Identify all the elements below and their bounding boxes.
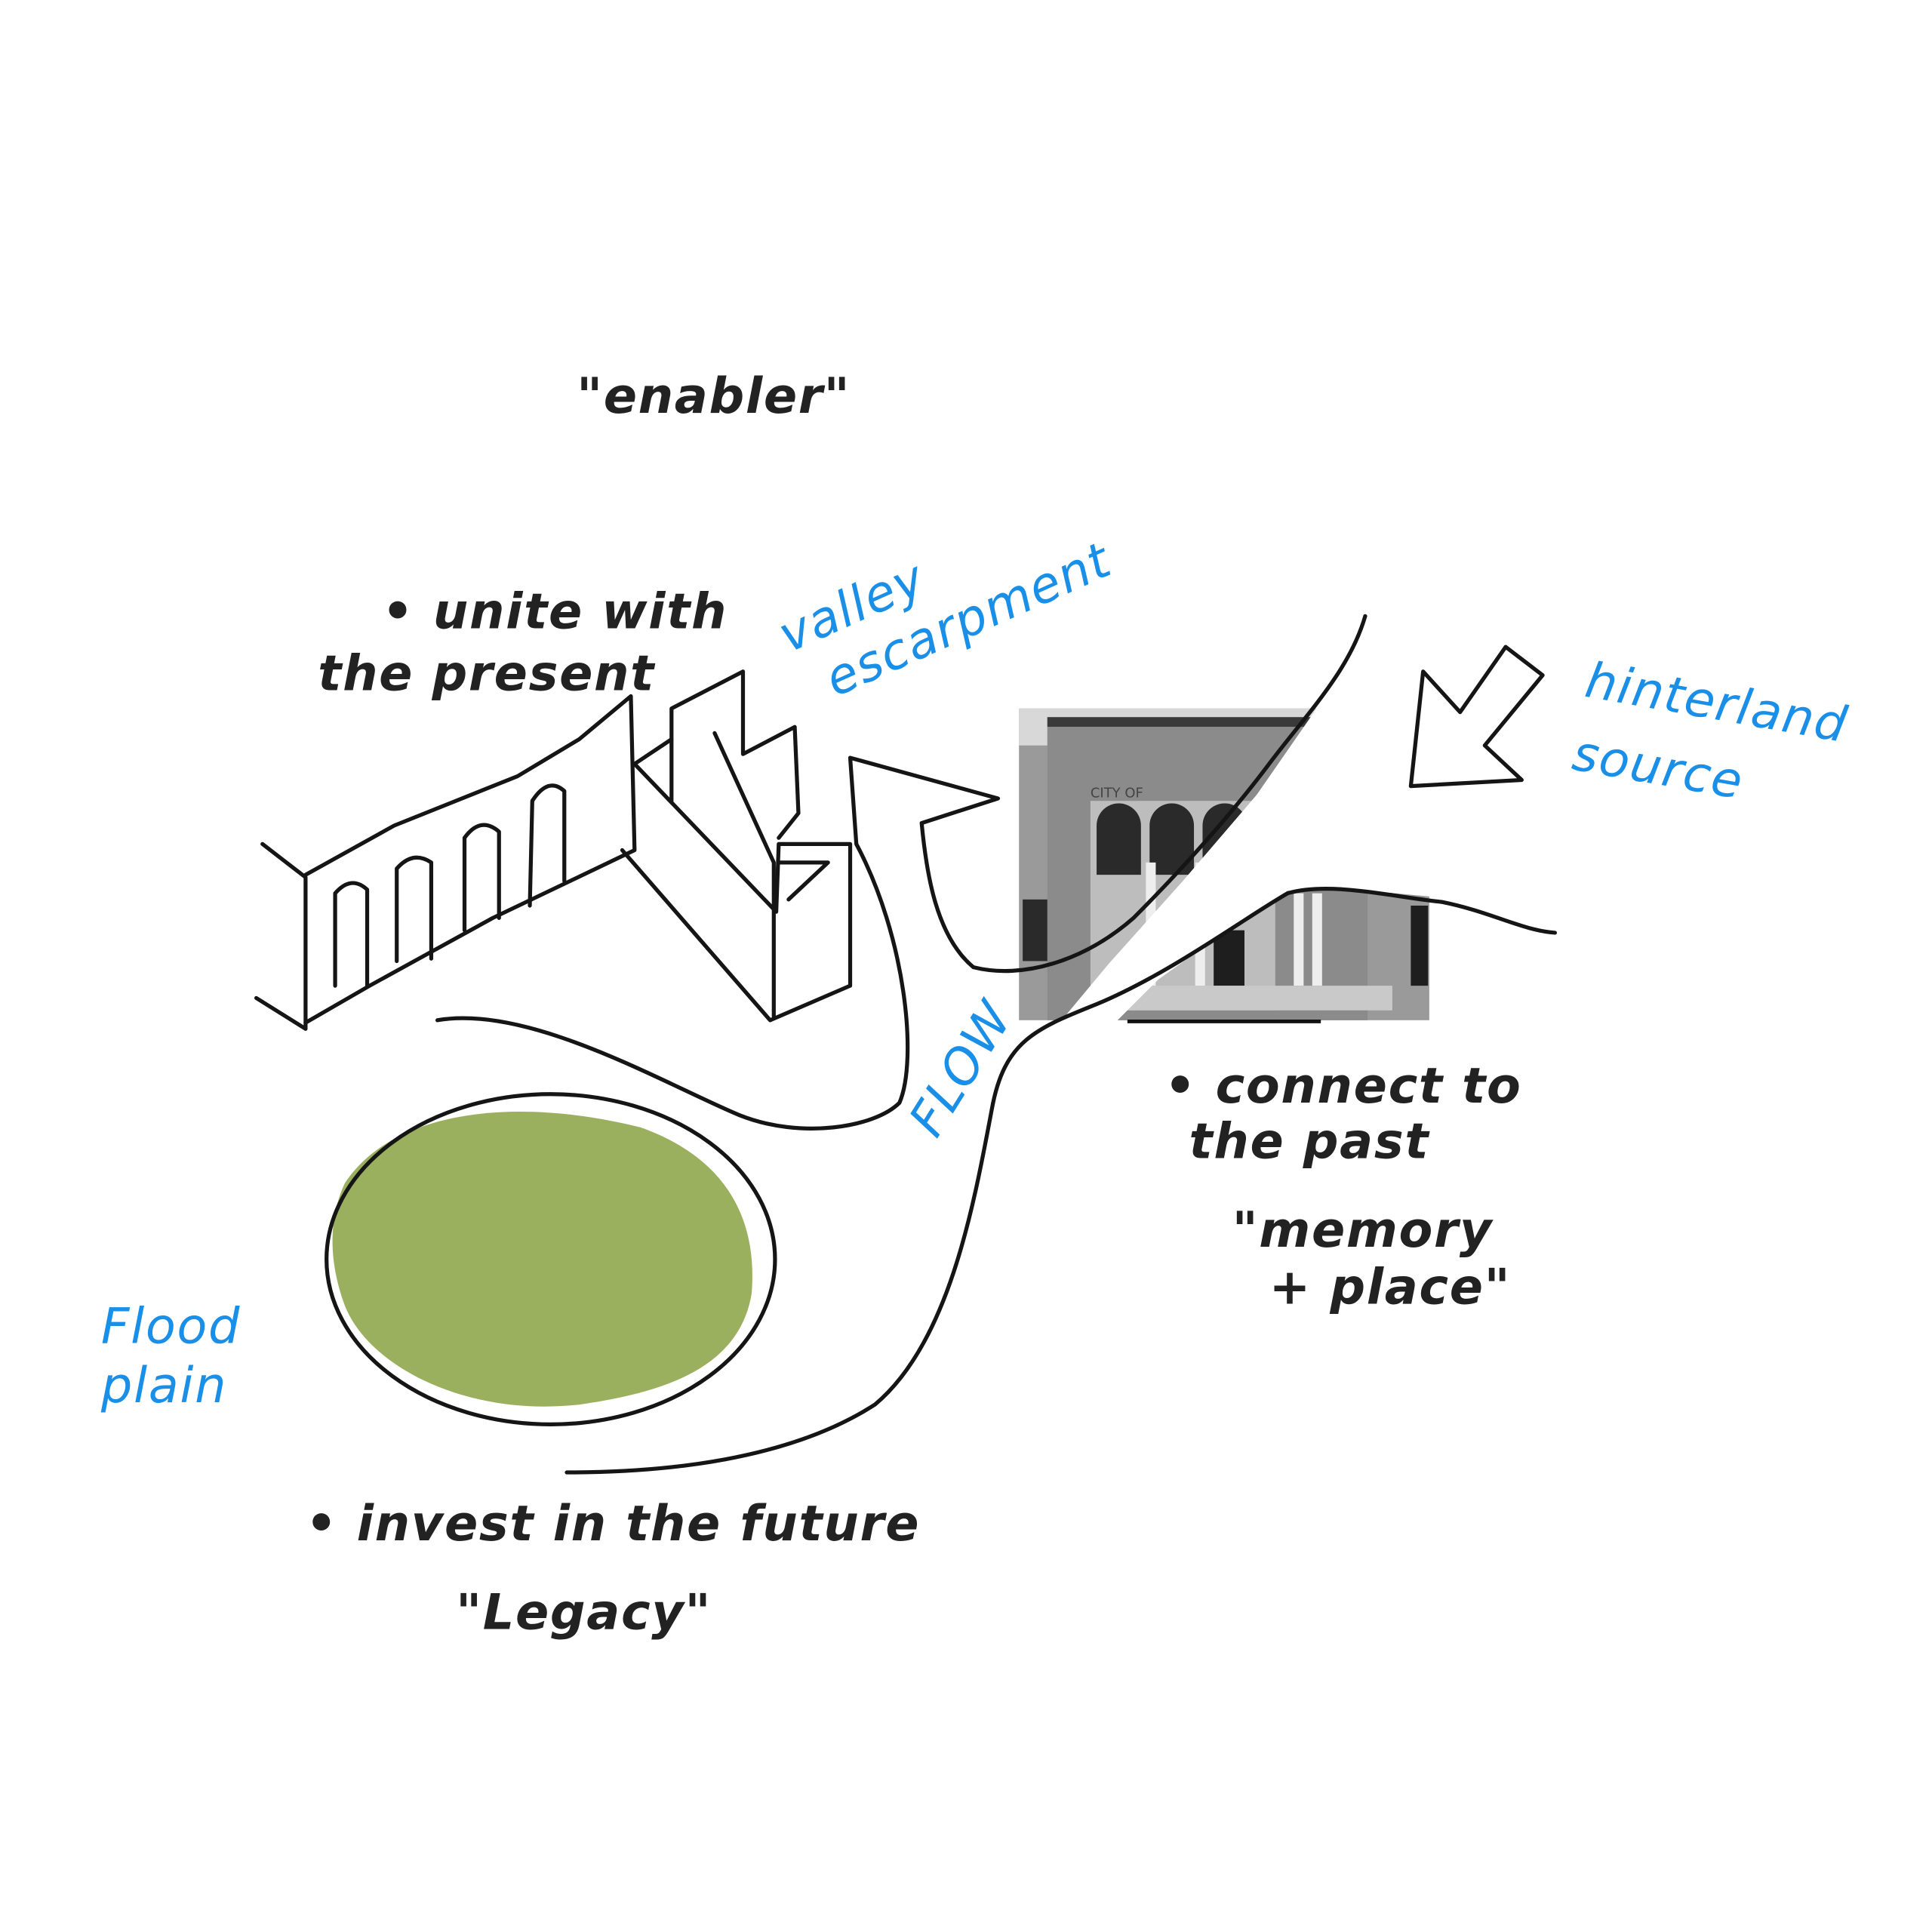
- label-flood: Flood: [101, 1298, 241, 1355]
- label-unite-line2: the present: [318, 645, 656, 702]
- label-memory: "memory: [1232, 1201, 1494, 1259]
- hinterland-arrow-icon: [1408, 645, 1545, 789]
- photo-mask: [1060, 702, 1436, 1023]
- label-invest: • invest in the future: [306, 1495, 920, 1552]
- label-plain: plain: [100, 1357, 227, 1414]
- label-unite-line1: • unite with: [382, 583, 728, 641]
- label-source: source: [1568, 724, 1748, 811]
- floodplain-outline: [325, 1092, 777, 1426]
- photo-signage: CITY OF: [1091, 785, 1143, 801]
- terraced-building-sketch: [620, 669, 853, 1023]
- label-connect-line2: the past: [1189, 1113, 1431, 1171]
- flow-arrow-bank: [435, 614, 1367, 1131]
- label-enabler: "enabler": [577, 368, 851, 425]
- label-connect-line1: • connect to: [1164, 1057, 1522, 1115]
- floodplain-green-fill: [332, 1112, 752, 1407]
- flow-river-bank: [565, 887, 1558, 1475]
- arcade-building-sketch: [254, 694, 637, 1031]
- label-place: + place": [1269, 1258, 1512, 1315]
- label-legacy: "Legacy": [456, 1583, 712, 1641]
